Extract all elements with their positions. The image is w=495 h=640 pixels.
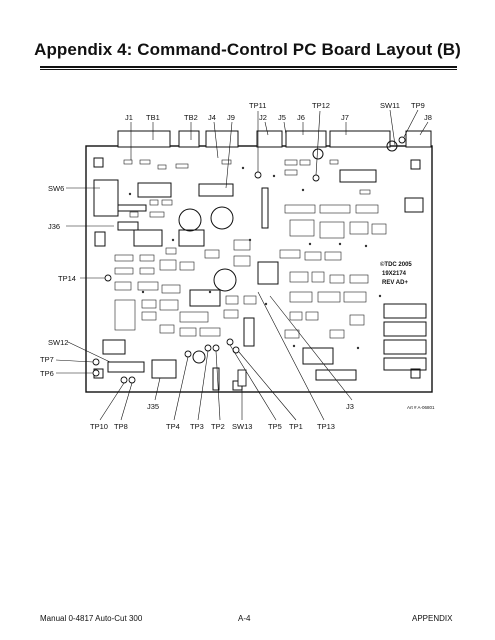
relay [383,357,427,371]
label-sw11: SW11 [380,101,400,110]
capacitor [213,268,237,292]
mounting-hole [410,368,421,379]
connector-j8 [405,130,432,148]
label-tp8: TP8 [114,422,128,431]
test-point-tp2 [212,344,220,352]
switch-sw6 [93,179,119,217]
label-j3: J3 [346,402,354,411]
connector-j5 [285,130,327,148]
label-sw12: SW12 [48,338,69,347]
ic-chip [257,261,279,285]
board-part-number: 19X2174 [382,271,407,277]
relay [383,339,427,355]
label-tb1: TB1 [146,113,160,122]
ic-chip [404,197,424,213]
ic-chip [339,169,377,183]
test-point-tp4 [184,350,192,358]
label-sw6: SW6 [48,184,65,193]
connector-j1 [117,130,171,148]
mounting-hole [410,159,421,170]
switch-sw13 [237,369,247,387]
page-title: Appendix 4: Command-Control PC Board Lay… [34,40,461,59]
capacitor [312,148,324,160]
label-tp11: TP11 [249,101,267,110]
label-j5: J5 [278,113,286,122]
label-j35: J35 [147,402,160,411]
ic-chip [137,182,172,198]
connector-tb1 [178,130,200,148]
test-point-tp5 [226,338,234,346]
label-tp3: TP3 [190,422,204,431]
label-tp14: TP14 [58,274,76,283]
label-j7: J7 [341,113,349,122]
label-j4: J4 [208,113,216,122]
ic-chip [198,183,234,197]
footer-manual: Manual 0-4817 Auto-Cut 300 [40,614,143,623]
label-j2: J2 [259,113,267,122]
label-tp13: TP13 [317,422,335,431]
connector-tb2 [205,130,239,148]
label-tp10: TP10 [90,422,108,431]
ic-chip [133,229,163,247]
label-tp12: TP12 [312,101,330,110]
capacitor [192,350,206,364]
label-tp9: TP9 [411,101,425,110]
label-tp5: TP5 [268,422,282,431]
test-point-tp14 [104,274,112,282]
footer-section: APPENDIX [412,614,453,623]
capacitor [386,140,398,152]
mounting-hole [93,157,104,168]
capacitor [210,206,234,230]
label-j8: J8 [424,113,432,122]
relay [383,303,427,319]
label-j6: J6 [297,113,305,122]
test-point-tp8 [128,376,136,384]
label-tp1: TP1 [289,422,303,431]
test-point-tp7 [92,358,100,366]
connector-j2 [256,130,283,148]
footer-page-number: A-4 [238,614,251,623]
relay [383,321,427,337]
label-tp4: TP4 [166,422,180,431]
title-rule-thin [40,69,457,70]
capacitor [178,208,202,232]
ic-chip [178,229,205,247]
test-point-tp10 [120,376,128,384]
title-rule [40,66,457,68]
ic-chip [189,289,221,307]
test-point-tp12 [312,174,320,182]
test-point-tp1 [232,346,240,354]
label-j1: J1 [125,113,133,122]
label-tp6: TP6 [40,369,54,378]
label-tp7: TP7 [40,355,54,364]
board-revision: REV AD+ [382,280,408,286]
label-j9: J9 [227,113,235,122]
test-point-tp11 [254,171,262,179]
connector-j6 [329,130,391,148]
label-j36: J36 [48,222,61,231]
label-sw13: SW13 [232,422,253,431]
art-reference: Art # A-06801 [407,405,435,410]
label-tp2: TP2 [211,422,225,431]
test-point-tp9 [398,136,406,144]
label-tb2: TB2 [184,113,198,122]
board-copyright: ©TDC 2005 [380,261,412,268]
test-point-tp3 [204,344,212,352]
test-point-tp6 [92,369,100,377]
